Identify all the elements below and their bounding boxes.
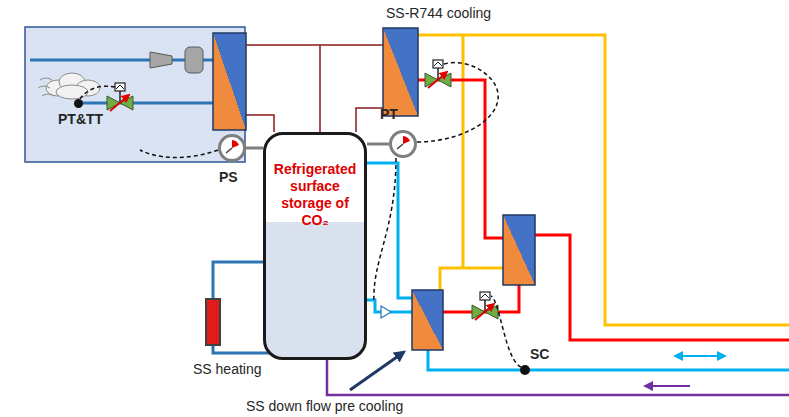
refrigeration-unit-panel [25, 27, 245, 162]
gauge-needle [392, 133, 414, 155]
heat-exchanger [412, 290, 443, 350]
cloud-symbol [38, 73, 100, 99]
component-label: SC [530, 346, 549, 363]
gauge-needle [221, 137, 243, 159]
purple-line [327, 360, 789, 395]
flow-arrow [645, 385, 690, 387]
callout-label: SS down flow pre cooling [246, 398, 403, 415]
sensor-point: PT&TT [74, 99, 83, 108]
check-valve-symbol [381, 306, 391, 318]
sensor-point: SC [520, 365, 530, 375]
cyan-lines [358, 163, 789, 370]
component-label: PS [219, 169, 238, 186]
yellow-lines [418, 35, 789, 325]
pressure-gauge: PS [218, 134, 246, 162]
pressure-gauge: PT [389, 130, 417, 158]
flow-arrow [675, 355, 725, 357]
compressor-symbol [150, 52, 172, 68]
component-label: SS-R744 cooling [386, 5, 491, 22]
storage-tank: Refrigerated surface storage of CO₂ [263, 132, 367, 360]
control-valve [425, 60, 451, 88]
heater-element: SS heating [205, 298, 221, 346]
callout-arrow [350, 352, 404, 390]
tank-label: Refrigerated surface storage of CO₂ [269, 161, 361, 229]
control-valve [107, 83, 133, 111]
control-valve [472, 292, 498, 320]
pipe-connector [367, 143, 389, 146]
gauge-sector [232, 140, 239, 148]
heat-exchanger [383, 28, 418, 116]
component-label: PT&TT [58, 111, 103, 128]
pipe-connector [246, 147, 263, 150]
receiver-symbol [185, 47, 203, 73]
component-label: SS heating [193, 361, 262, 378]
gauge-pointer [397, 144, 403, 149]
gauge-sector [403, 136, 410, 144]
heat-exchanger [213, 33, 246, 130]
vent-lines [246, 45, 383, 132]
red-lines [418, 80, 789, 340]
gauge-pointer [226, 148, 232, 153]
heat-exchanger [503, 215, 535, 285]
pipe-connector [213, 262, 263, 298]
component-label: PT [380, 106, 398, 123]
signal-lines [80, 63, 521, 367]
